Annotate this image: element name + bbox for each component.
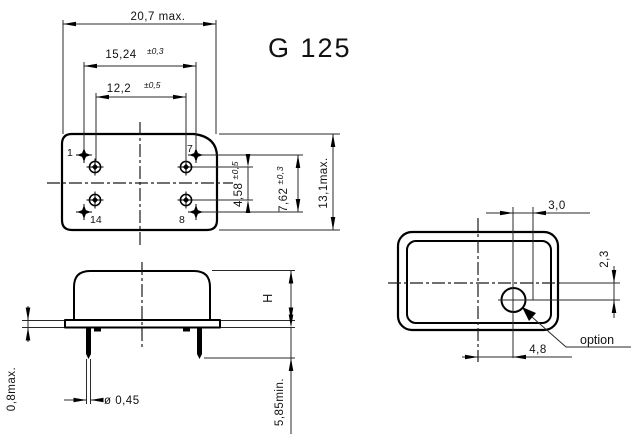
dim-row-pitch-label: 7,62: [278, 188, 290, 212]
pin-8-icon: [187, 203, 205, 221]
inner-pin-bottom-left-icon: [85, 190, 105, 210]
svg-text:4,58±0,5: 4,58 ±0,5: [230, 161, 245, 207]
dim-pin-span: 15,24 ±0,3: [83, 46, 197, 150]
dim-height: H: [212, 270, 295, 321]
pin-8-label: 8: [179, 214, 185, 226]
dim-inner-row-label: 4,58: [233, 183, 245, 207]
dim-hole-offset-x: 4,8: [462, 344, 572, 360]
side-view: 0,8max. H 5,85min. ø 0,45: [6, 262, 295, 434]
dim-pin-diameter-label: ø 0,45: [104, 395, 140, 407]
package-outline: [60, 132, 219, 232]
standoff-bump-left: [94, 328, 101, 332]
dim-pin-length-label: 5,85min.: [274, 378, 286, 426]
dim-hole-offset-y: 2,3: [599, 250, 617, 318]
leader-arrowhead-icon: [522, 307, 536, 321]
bottom-view: 3,0 4,8 2,3 option: [388, 200, 631, 362]
pin-14-label: 14: [90, 214, 102, 226]
inner-pin-bottom-right-icon: [176, 190, 196, 210]
option-label: option: [580, 333, 614, 347]
pin-1-label: 1: [67, 147, 73, 159]
svg-text:7,62±0,3: 7,62 ±0,3: [275, 166, 290, 212]
dim-overall-depth-label: 13,1max.: [318, 157, 330, 208]
standoff-bump-right: [183, 328, 190, 332]
dim-pin-span-label: 15,24: [105, 49, 136, 61]
dim-inner-span-tolerance: ±0,5: [144, 80, 161, 90]
dim-inner-span-label: 12,2: [107, 83, 131, 95]
dim-hole-diameter-label: 3,0: [548, 200, 566, 212]
dim-row-pitch-tolerance: ±0,3: [275, 166, 285, 184]
bottom-inner-outline: [406, 240, 552, 324]
dim-inner-row-tolerance: ±0,5: [230, 161, 240, 179]
dim-height-label: H: [261, 293, 275, 303]
pin-7-label: 7: [187, 143, 193, 155]
dim-overall-width-label: 20,7 max.: [131, 11, 186, 23]
dim-pin-diameter: ø 0,45: [64, 395, 140, 407]
dim-hole-offset-x-label: 4,8: [529, 344, 547, 356]
dim-pin-length: 5,85min.: [204, 314, 295, 434]
pin-left: [86, 328, 91, 404]
option-leader: option: [522, 307, 631, 348]
dim-standoff: 0,8max.: [6, 306, 64, 411]
dim-overall-depth: 13,1max.: [219, 133, 340, 231]
inner-pin-top-left-icon: [85, 157, 105, 177]
pin-right: [197, 328, 202, 359]
dim-inner-row: 4,58 ±0,5: [230, 154, 251, 213]
dim-overall-width: 20,7 max.: [62, 11, 217, 134]
drawing-title: G 125: [268, 33, 352, 63]
dim-inner-span: 12,2 ±0,5: [95, 80, 187, 162]
dim-hole-diameter: 3,0: [486, 200, 590, 216]
top-view: 1 7 14 8 20,7 max. 15,24 ±0,3: [47, 11, 340, 246]
dim-hole-offset-y-label: 2,3: [599, 250, 611, 268]
dim-pin-span-tolerance: ±0,3: [147, 46, 164, 56]
dim-row-pitch: 7,62 ±0,3: [275, 155, 301, 212]
dim-standoff-label: 0,8max.: [6, 367, 18, 411]
